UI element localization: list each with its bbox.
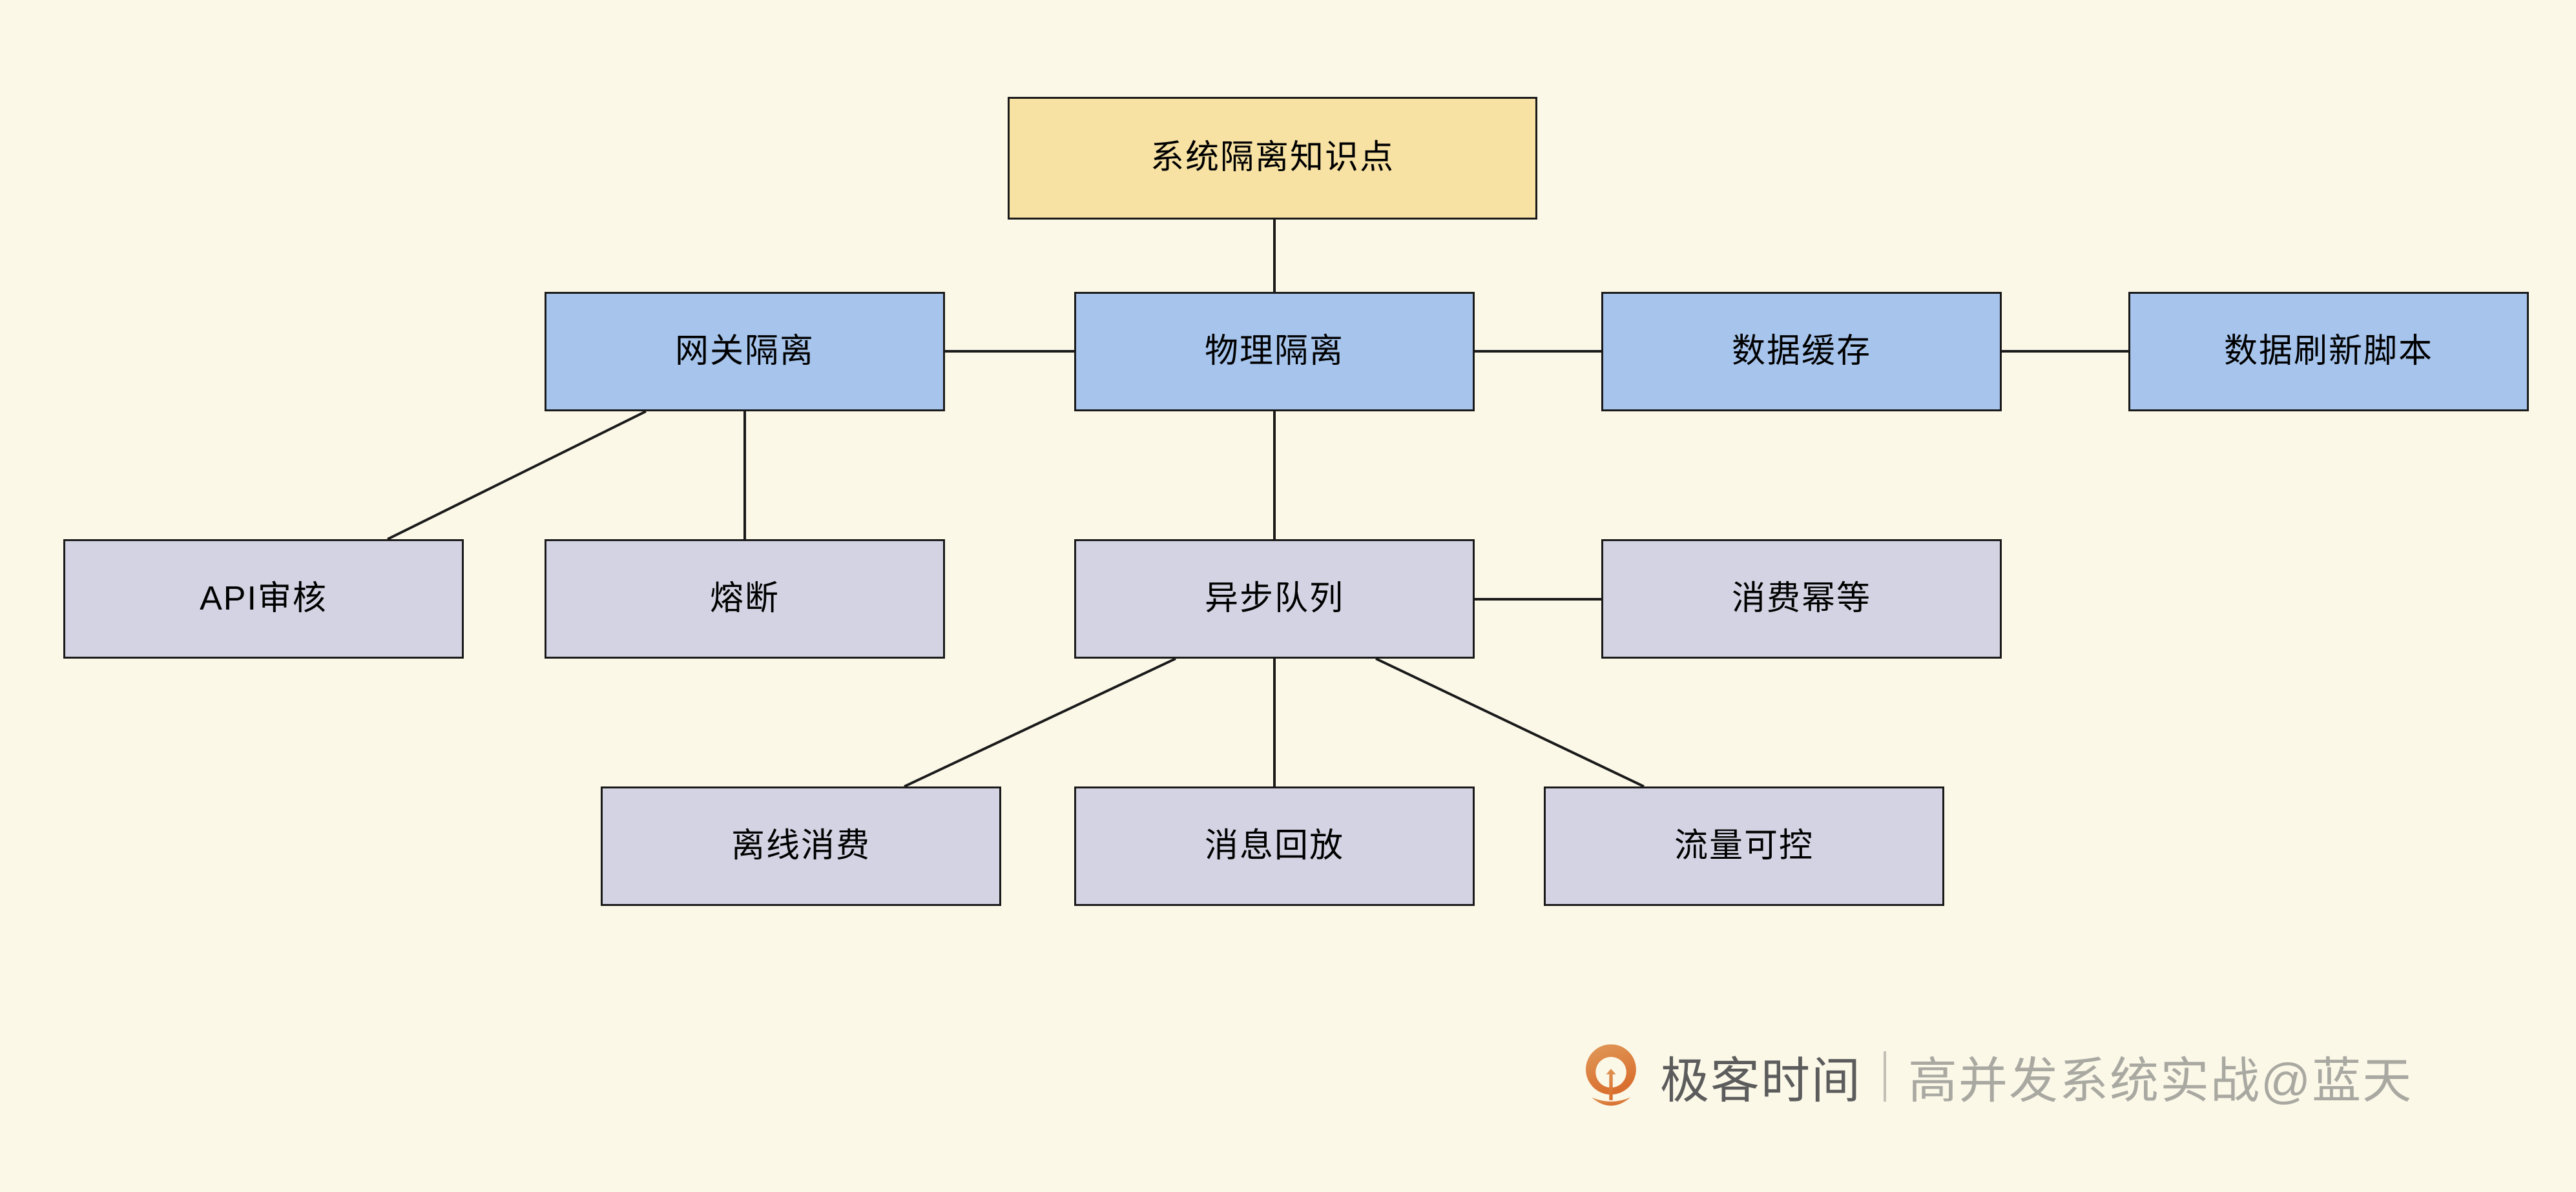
- node-label-fusing: 熔断: [709, 579, 780, 617]
- node-offline[interactable]: 离线消费: [601, 786, 1001, 906]
- node-throttle[interactable]: 流量可控: [1544, 786, 1944, 906]
- node-label-physical: 物理隔离: [1204, 332, 1344, 370]
- node-label-refreshjob: 数据刷新脚本: [2223, 332, 2433, 370]
- node-root[interactable]: 系统隔离知识点: [1008, 97, 1537, 220]
- node-label-offline: 离线消费: [731, 827, 871, 865]
- node-refreshjob[interactable]: 数据刷新脚本: [2128, 292, 2529, 411]
- node-label-asyncqueue: 异步队列: [1204, 579, 1344, 617]
- node-label-apiaudit: API审核: [200, 579, 327, 617]
- geekbang-logo-icon: [1586, 1044, 1636, 1106]
- node-label-replay: 消息回放: [1204, 827, 1344, 865]
- node-label-idempotent: 消费幂等: [1731, 579, 1871, 617]
- node-replay[interactable]: 消息回放: [1074, 786, 1475, 906]
- node-label-root: 系统隔离知识点: [1150, 139, 1395, 177]
- watermark-divider: [1884, 1051, 1886, 1102]
- node-fusing[interactable]: 熔断: [545, 539, 945, 659]
- node-gateway[interactable]: 网关隔离: [545, 292, 945, 411]
- node-label-datacache: 数据缓存: [1731, 332, 1871, 370]
- watermark-course: 高并发系统实战@蓝天: [1908, 1054, 2413, 1109]
- node-datacache[interactable]: 数据缓存: [1601, 292, 2002, 411]
- watermark: 极客时间 高并发系统实战@蓝天: [1576, 1041, 2413, 1112]
- node-label-throttle: 流量可控: [1674, 827, 1814, 865]
- edge-asyncqueue-to-throttle: [1375, 657, 1645, 788]
- node-physical[interactable]: 物理隔离: [1074, 292, 1475, 411]
- node-label-gateway: 网关隔离: [674, 332, 815, 370]
- node-apiaudit[interactable]: API审核: [63, 539, 464, 659]
- edge-gateway-to-apiaudit: [387, 410, 647, 540]
- node-asyncqueue[interactable]: 异步队列: [1074, 539, 1475, 659]
- node-idempotent[interactable]: 消费幂等: [1601, 539, 2002, 659]
- edge-asyncqueue-to-offline: [904, 657, 1176, 788]
- watermark-brand: 极客时间: [1660, 1054, 1862, 1109]
